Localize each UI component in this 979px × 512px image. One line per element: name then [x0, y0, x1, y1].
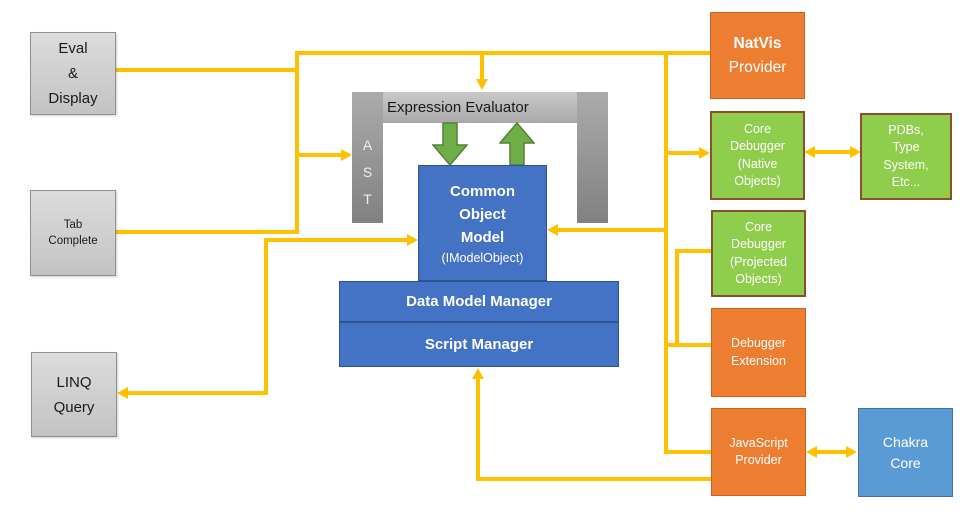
imodelobject-subtitle: (IModelObject): [441, 250, 524, 265]
chakra-core-box: Chakra Core: [858, 408, 953, 497]
arrowhead-into-evaluator: [476, 79, 488, 90]
connector-junction-to-natvis: [295, 51, 712, 55]
connector-script-vertical: [476, 378, 480, 481]
box-line: Provider: [728, 58, 787, 76]
arrowhead-into-com-right: [547, 224, 558, 236]
connector-to-core-projected: [675, 249, 713, 253]
box-line: Query: [53, 398, 95, 416]
box-line: Display: [48, 90, 98, 107]
box-line: Chakra: [882, 433, 929, 450]
connector-linq-com-vertical: [264, 238, 268, 395]
ast-column: A S T: [352, 92, 383, 223]
connector-drop-to-evaluator: [480, 51, 484, 80]
connector-trunk-to-debugger-extension: [664, 343, 713, 347]
arrowhead-into-com-left: [407, 234, 418, 246]
box-line: JavaScript: [729, 435, 788, 450]
expression-evaluator-label: Expression Evaluator: [387, 99, 529, 116]
connector-junction-to-ast: [295, 153, 342, 157]
javascript-provider-box: JavaScript Provider: [711, 408, 806, 496]
box-line: Script Manager: [424, 336, 534, 353]
box-line: Eval: [58, 40, 88, 57]
natvis-provider-box: NatVis Provider: [710, 12, 805, 99]
arrowhead-into-script-manager: [472, 368, 484, 379]
box-line: Complete: [48, 235, 98, 247]
arrowhead-into-pdbs: [850, 146, 861, 158]
arrowhead-into-core-native-right: [804, 146, 815, 158]
connector-native-pdbs: [813, 150, 852, 154]
box-line: NatVis: [733, 34, 782, 52]
tab-complete-box: Tab Complete: [30, 190, 116, 276]
box-line: Tab: [63, 219, 83, 231]
evaluator-right-column: [577, 92, 608, 223]
box-line: Etc...: [891, 175, 921, 189]
connector-eval-to-junction: [116, 68, 299, 72]
box-line: Model: [460, 228, 505, 246]
core-debugger-native-box: Core Debugger (Native Objects): [710, 111, 805, 200]
box-line: LINQ: [56, 373, 92, 391]
box-line: Core: [744, 219, 773, 234]
down-block-arrow: [432, 122, 468, 166]
box-line: Debugger: [731, 237, 786, 251]
arrowhead-into-linq: [117, 387, 128, 399]
core-debugger-projected-box: Core Debugger (Projected Objects): [711, 210, 806, 297]
box-line: Core: [743, 121, 772, 136]
box-line: Extension: [731, 353, 786, 368]
ast-letter: T: [363, 191, 372, 207]
debugger-extension-box: Debugger Extension: [711, 308, 806, 397]
script-manager-box: Script Manager: [339, 322, 619, 367]
connector-secondary-vertical: [675, 249, 679, 347]
data-model-manager-box: Data Model Manager: [339, 281, 619, 322]
connector-trunk-to-core-native: [664, 151, 700, 155]
box-line: Debugger: [731, 336, 786, 350]
connector-right-trunk-vertical: [664, 51, 668, 452]
box-line: Object: [459, 205, 506, 223]
connector-js-to-script: [476, 477, 713, 481]
box-line: Objects): [735, 272, 782, 286]
box-line: PDBs,: [888, 122, 924, 137]
box-line: Objects): [734, 174, 781, 188]
connector-left-junction-vertical: [295, 51, 299, 234]
connector-tab-to-junction: [116, 230, 299, 234]
ast-letter: A: [362, 137, 373, 153]
connector-trunk-to-com: [558, 228, 668, 232]
box-line: (Native: [737, 156, 778, 171]
ast-letter: S: [362, 164, 373, 180]
expression-evaluator-bar: Expression Evaluator: [352, 92, 608, 123]
connector-js-chakra: [815, 450, 848, 454]
up-block-arrow: [499, 122, 535, 166]
box-line: Core: [890, 454, 921, 471]
box-line: Debugger: [730, 139, 785, 153]
arrowhead-into-js-provider: [806, 446, 817, 458]
box-line: &: [67, 65, 78, 82]
arrowhead-into-core-native: [699, 147, 710, 159]
arrowhead-into-chakra: [846, 446, 857, 458]
connector-trunk-to-js-provider: [664, 450, 713, 454]
connector-linq-com-horizontal-top: [264, 238, 408, 242]
box-line: (Projected: [730, 254, 787, 269]
arrowhead-into-ast: [341, 149, 352, 161]
box-line: Common: [450, 182, 515, 200]
box-line: System,: [883, 157, 929, 172]
eval-display-box: Eval & Display: [30, 32, 116, 115]
linq-query-box: LINQ Query: [31, 352, 117, 437]
common-object-model-box: Common Object Model (IModelObject): [418, 165, 547, 281]
box-line: Provider: [735, 453, 782, 467]
connector-linq-com-horizontal-bottom: [128, 391, 268, 395]
box-line: Type: [892, 140, 920, 154]
box-line: Data Model Manager: [406, 293, 552, 310]
pdbs-type-system-box: PDBs, Type System, Etc...: [860, 113, 952, 200]
